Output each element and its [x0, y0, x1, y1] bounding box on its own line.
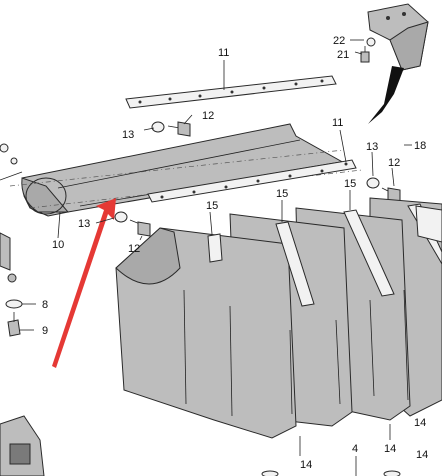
callout-14-3: 14 [416, 449, 428, 461]
callout-12-top: 12 [202, 110, 214, 122]
left-partial-parts [0, 143, 23, 283]
panel-fold-lines [183, 289, 409, 417]
strip-15-1 [207, 233, 223, 263]
bottom-left-machine [0, 415, 45, 476]
bolt-12-top [167, 121, 191, 137]
callout-13-top: 13 [122, 129, 134, 141]
washer-13-right [366, 177, 380, 189]
strip-15-3 [343, 209, 395, 297]
callout-12-right: 12 [388, 157, 400, 169]
leader-lines [20, 39, 412, 476]
bolt-12-lower [129, 219, 151, 237]
mounting-bracket [367, 3, 429, 71]
callout-15-2: 15 [276, 188, 288, 200]
callout-12-lower: 12 [128, 243, 140, 255]
callout-8: 8 [42, 299, 48, 311]
callout-14-2: 14 [384, 443, 396, 455]
callout-13-lower: 13 [78, 218, 90, 230]
strip-11-lower [147, 159, 357, 203]
bolt-9 [7, 312, 21, 337]
bolt-21 [360, 37, 376, 63]
black-arrow [368, 66, 404, 124]
strip-15-2 [275, 221, 315, 307]
callout-11-lower: 11 [332, 117, 343, 129]
callout-15-1: 15 [206, 200, 218, 212]
callout-14-1: 14 [300, 459, 312, 471]
callout-10: 10 [52, 239, 64, 251]
bottom-right-part [261, 470, 401, 476]
washer-13-top [151, 121, 165, 133]
callout-14-4: 14 [414, 417, 426, 429]
callout-13-right: 13 [366, 141, 378, 153]
red-arrow [52, 198, 116, 368]
callout-9: 9 [42, 325, 48, 337]
callout-21: 21 [337, 49, 349, 61]
callout-18: 18 [414, 140, 426, 152]
callout-15-3: 15 [344, 178, 356, 190]
washer-13-lower [114, 211, 128, 223]
callout-11-top: 11 [218, 47, 229, 59]
callout-22: 22 [333, 35, 345, 47]
washer-8 [5, 299, 23, 309]
bracket-right-edge [415, 205, 442, 243]
callout-4: 4 [352, 443, 358, 455]
